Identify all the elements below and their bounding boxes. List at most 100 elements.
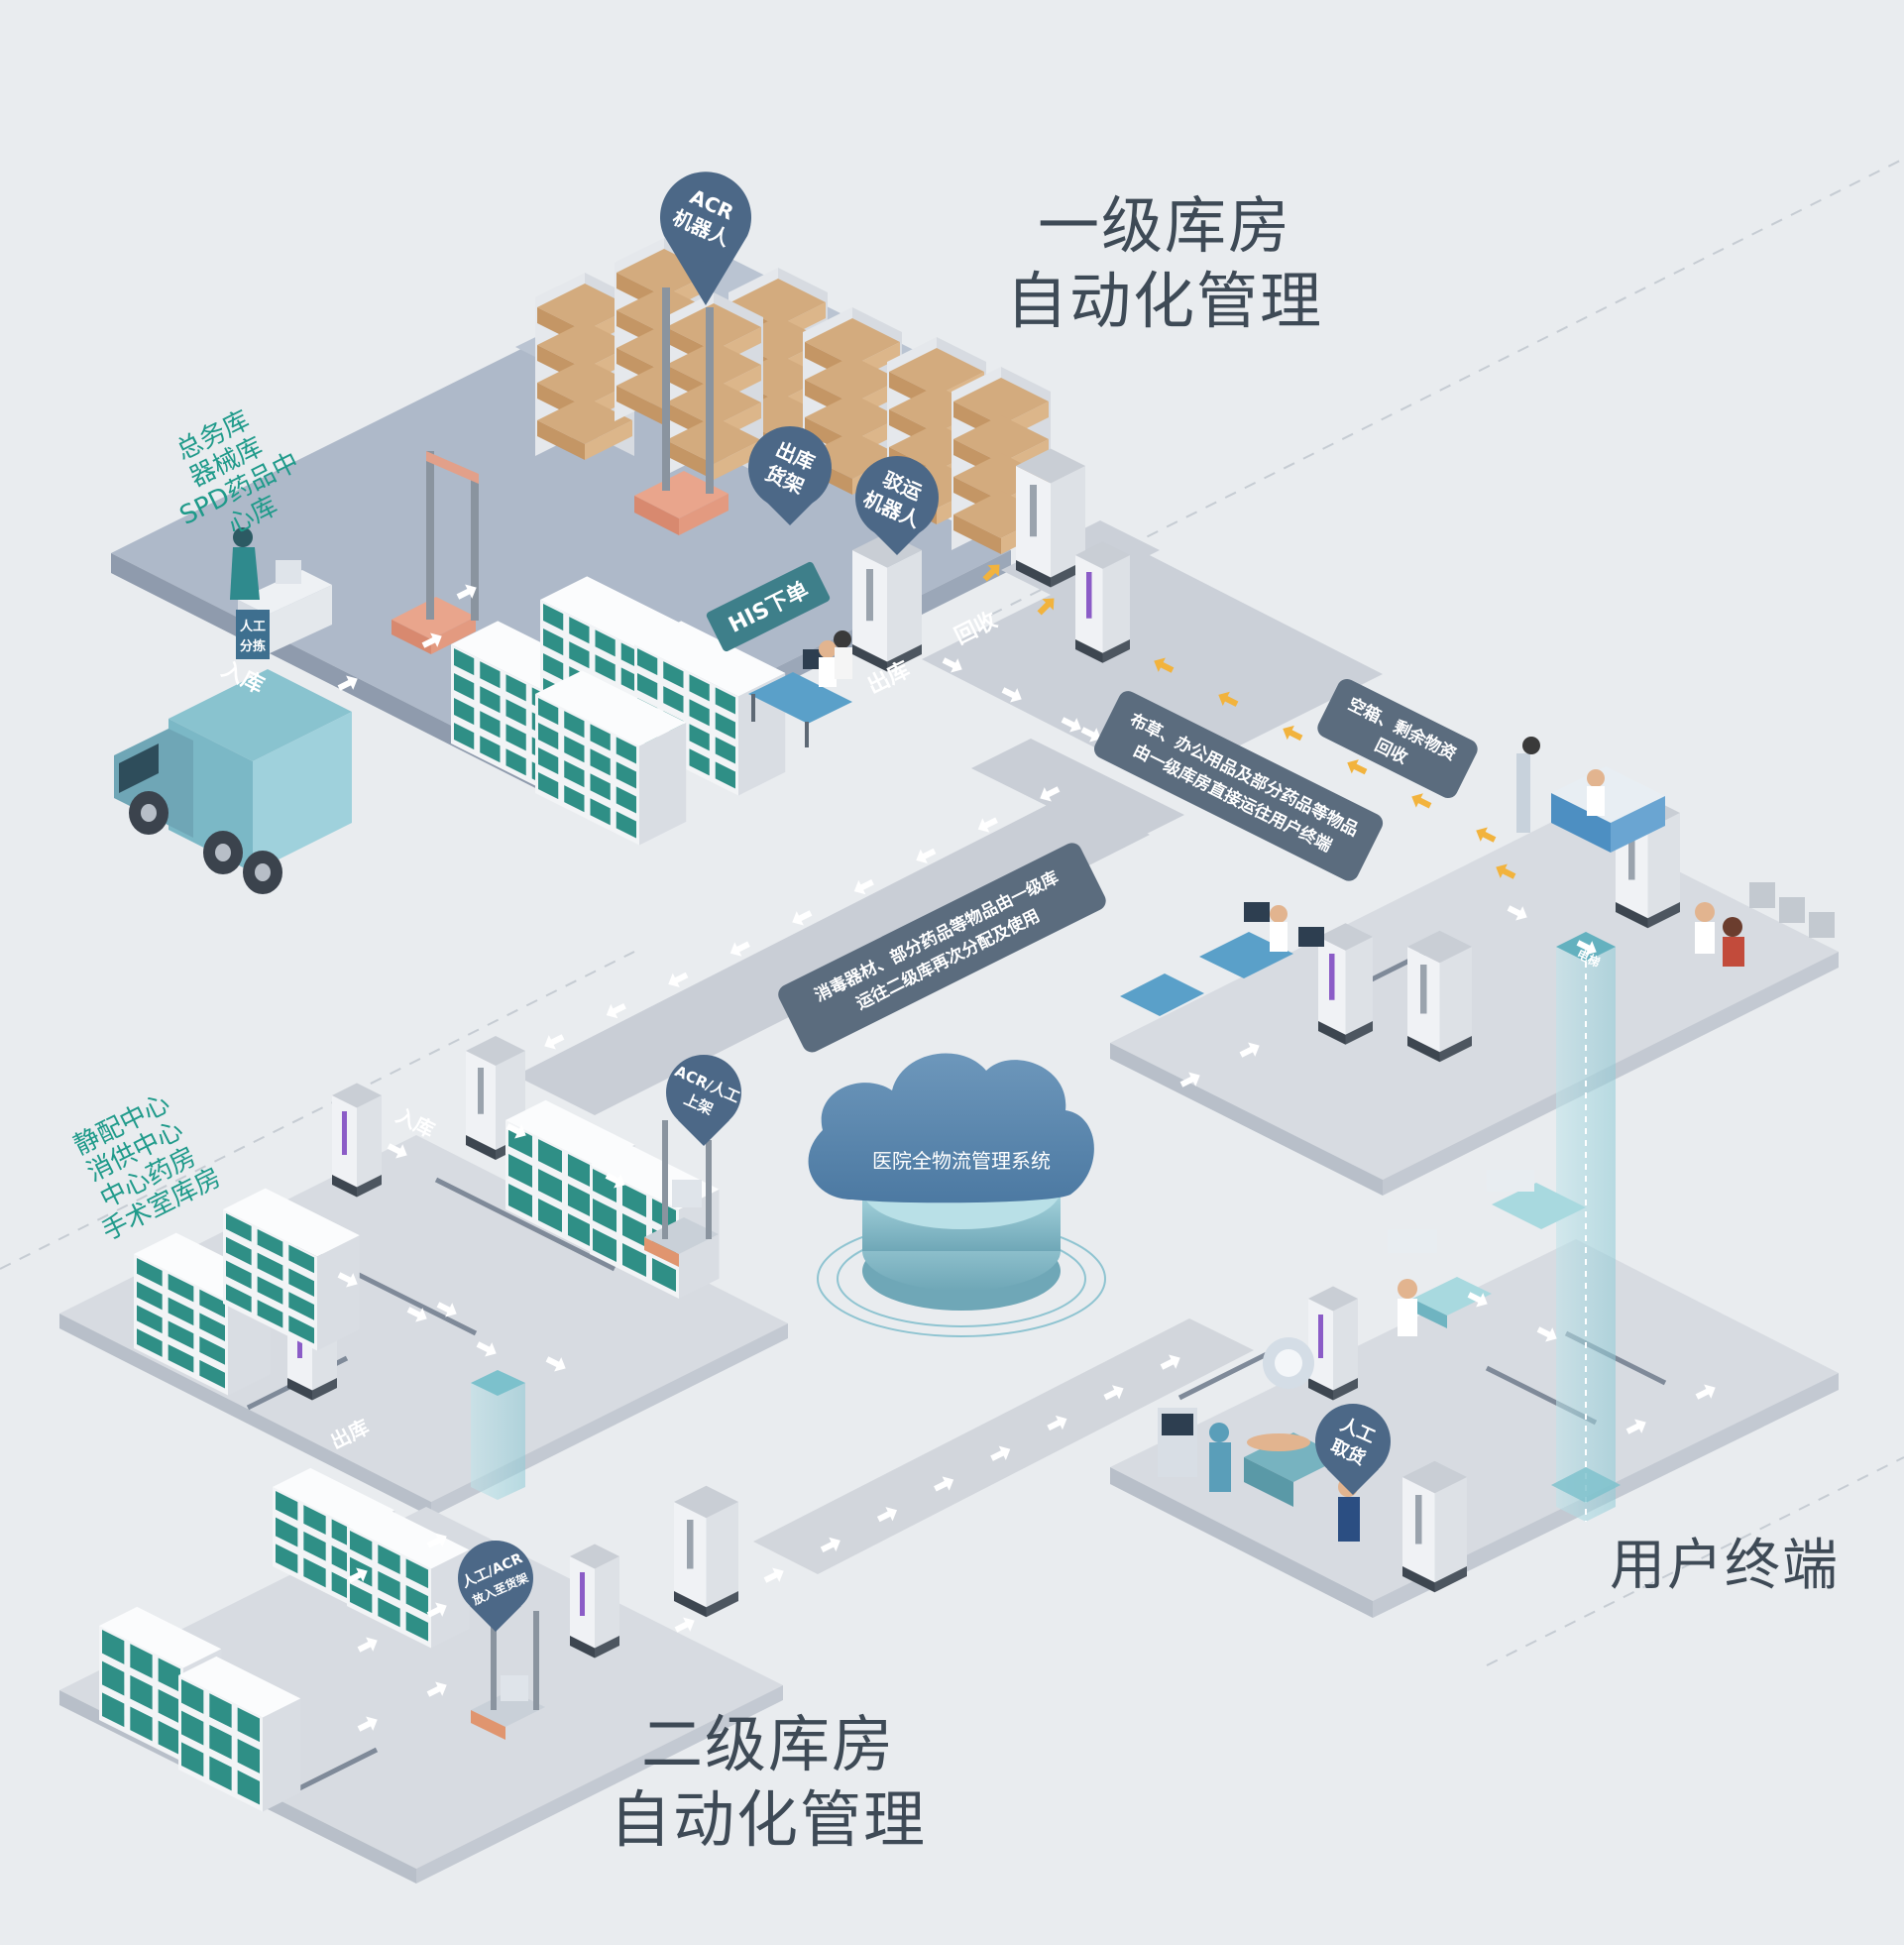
storage-cabinet-group: [451, 576, 786, 846]
cloud-icon: [808, 1053, 1106, 1337]
manual-sort-label-2: 分拣: [240, 638, 266, 654]
flow-arrow-icon: [853, 879, 874, 895]
flow-arrow-icon: [1179, 1072, 1200, 1087]
cloud-label: 医院全物流管理系统: [872, 1149, 1051, 1173]
flow-arrow-icon: [1160, 1354, 1180, 1370]
title-level2: 二级库房 自动化管理: [570, 1707, 966, 1858]
flow-arrow-icon: [1218, 691, 1239, 707]
agv-robot-icon: [1016, 448, 1085, 588]
pin-outbound-shelf: 出库 货架: [748, 426, 832, 525]
storage-cabinet-icon: [535, 670, 687, 846]
flow-arrow-icon: [1061, 717, 1081, 733]
title-level1-line1: 一级库房: [1037, 189, 1291, 262]
workstation-icon: [748, 630, 852, 747]
agv-robot-icon: [1318, 923, 1373, 1045]
flow-arrow-icon: [505, 1123, 526, 1139]
manual-sort-sign: 人工 分拣: [236, 610, 270, 659]
manual-sort-label-1: 人工: [240, 619, 266, 634]
flow-arrow-icon: [1040, 786, 1061, 802]
agv-robot-icon: [570, 1544, 619, 1659]
agv-robot-icon: [852, 532, 922, 672]
user-terminal-upper-floor: [1110, 815, 1839, 1196]
flow-arrow-icon: [1625, 1419, 1646, 1434]
flow-arrow-icon: [792, 910, 813, 926]
flow-arrow-icon: [544, 1034, 565, 1050]
flow-arrow-icon: [476, 1341, 497, 1357]
flow-arrow-icon: [456, 584, 477, 600]
agv-robot-icon: [1402, 1460, 1467, 1593]
flow-arrow-icon: [357, 1637, 378, 1653]
title-user-terminal: 用户终端: [1591, 1529, 1858, 1604]
flow-arrow-icon: [426, 1681, 447, 1697]
flow-arrow-icon: [337, 675, 358, 691]
acr-robot-icon: [471, 1591, 545, 1740]
flow-arrow-icon: [605, 1173, 625, 1189]
road-banner-return: 空箱、剩余物资 回收: [1317, 678, 1478, 799]
title-user-terminal-text: 用户终端: [1610, 1534, 1840, 1598]
storage-cabinet-group-level2: [99, 1099, 720, 1812]
flow-arrow-icon: [1695, 1384, 1716, 1400]
flow-arrow-icon: [1467, 1292, 1488, 1308]
flow-arrow-icon: [668, 972, 689, 987]
flow-arrow-icon: [606, 1003, 626, 1019]
flow-arrow-icon: [421, 632, 442, 648]
agv-robot-icon: [1308, 1286, 1358, 1401]
patient-chairs: [1695, 882, 1835, 967]
flow-arrow-icon: [337, 1272, 358, 1288]
flow-arrow-icon: [1536, 1326, 1557, 1342]
flow-arrow-icon: [1037, 598, 1055, 616]
flow-arrow-icon: [426, 1602, 447, 1618]
pin-transfer-robot: 驳运 机器人: [855, 456, 939, 555]
flow-arrow-icon: [1154, 657, 1175, 673]
pin-acr-manual-shelve: ACR/人工 上架: [666, 1055, 742, 1146]
flow-arrow-icon: [426, 1533, 447, 1548]
flow-arrow-icon: [1411, 793, 1432, 809]
flow-arrow-icon: [545, 1356, 566, 1372]
pin-acr-robot: ACR 机器人: [660, 172, 751, 305]
hospital-bed-icon: [1388, 1170, 1586, 1336]
title-level1-line2: 自动化管理: [1005, 265, 1323, 337]
acr-robot-icon: [634, 287, 728, 535]
reception-counter: [1516, 737, 1665, 853]
flow-arrow-icon: [934, 1476, 954, 1492]
flow-arrow-icon: [729, 941, 750, 957]
flow-arrow-icon: [982, 564, 1000, 582]
storage-cabinet-icon: [178, 1656, 301, 1812]
flow-arrow-icon: [942, 657, 962, 673]
flow-arrow-icon: [436, 1302, 457, 1317]
flow-arrow-icon: [357, 1716, 378, 1732]
elevator-icon: [1551, 932, 1621, 1522]
flow-arrow-icon: [977, 817, 998, 833]
acr-robot-icon: [644, 1120, 719, 1267]
agv-robot-icon: [1407, 930, 1472, 1063]
flow-arrow-icon: [1347, 759, 1368, 775]
workstation-icon: [1120, 902, 1324, 1016]
flow-arrows: [337, 564, 1716, 1732]
title-level2-line1: 二级库房: [640, 1708, 895, 1780]
flow-arrow-icon: [1103, 1385, 1124, 1401]
flow-arrow-icon: [347, 1567, 368, 1583]
flow-arrow-icon: [1047, 1415, 1067, 1431]
shelf-rack-icon: [535, 273, 634, 460]
acr-robot-icon: [392, 451, 479, 654]
flow-arrow-icon: [1001, 687, 1022, 703]
pin-manual-pickup: 人工 取货: [1315, 1404, 1391, 1495]
flow-arrow-icon: [1496, 863, 1516, 879]
pin-manual-acr-putin: 人工/ACR 放入至货架: [458, 1541, 533, 1632]
flow-arrow-icon: [876, 1507, 898, 1523]
storage-cabinet-icon: [223, 1188, 360, 1351]
truck-icon: [114, 669, 352, 894]
flow-arrow-icon: [1576, 940, 1597, 956]
flow-arrow-icon: [1080, 727, 1101, 743]
flow-arrow-icon: [387, 1143, 407, 1159]
background-dashes: [0, 158, 1904, 1666]
title-level2-line2: 自动化管理: [609, 1783, 927, 1856]
agv-robot-icon: [332, 1083, 382, 1198]
agv-robot-icon: [674, 1485, 738, 1618]
flow-arrow-icon: [820, 1537, 840, 1552]
agv-robot-icon: [1075, 541, 1130, 663]
title-level1: 一级库房 自动化管理: [966, 188, 1363, 339]
flow-arrow-icon: [1507, 905, 1527, 921]
